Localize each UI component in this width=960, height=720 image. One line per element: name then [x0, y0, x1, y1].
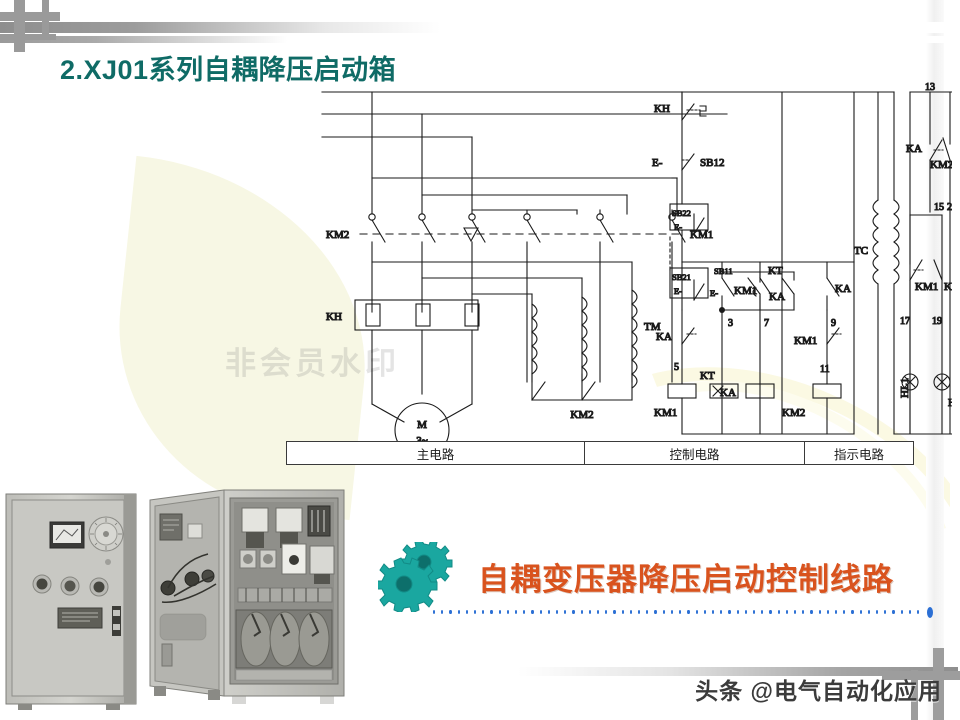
svg-text:19: 19	[932, 316, 942, 327]
legend-cell-main-circuit: 主电路	[287, 442, 585, 464]
legend-cell-indicator-circuit: 指示电路	[833, 447, 884, 462]
gears-icon	[375, 539, 458, 614]
page-title-prefix: 2.XJ01	[60, 55, 149, 85]
svg-text:KA: KA	[769, 291, 785, 303]
svg-text:KA: KA	[656, 331, 672, 343]
svg-text:HL2: HL2	[948, 397, 952, 409]
svg-text:KM2: KM2	[930, 159, 952, 171]
page-title: 2.XJ01系列自耦降压启动箱	[60, 48, 396, 87]
svg-text:E-: E-	[674, 222, 682, 232]
svg-text:11: 11	[820, 364, 830, 375]
svg-text:KM2: KM2	[326, 229, 349, 241]
top-gradient-bar-2	[0, 36, 958, 43]
page-title-main: 系列自耦降压启动箱	[148, 55, 397, 85]
svg-text:KM1: KM1	[794, 335, 817, 347]
svg-text:KM1: KM1	[944, 281, 952, 293]
svg-text:E-: E-	[710, 288, 718, 298]
bottom-watermark: 头条 @电气自动化应用	[695, 678, 942, 704]
photo-cabinet-closed	[5, 493, 137, 710]
svg-text:HL1: HL1	[899, 378, 911, 398]
svg-text:SB12: SB12	[700, 157, 724, 169]
caption-block: 自耦变压器降压启动控制线路	[375, 539, 953, 630]
corner-grid-decoration	[0, 0, 130, 60]
svg-text:E-: E-	[652, 157, 663, 169]
svg-text:21: 21	[947, 202, 952, 213]
svg-text:3: 3	[728, 318, 733, 329]
right-edge-band-2	[950, 0, 960, 720]
svg-text:KA: KA	[720, 387, 736, 399]
svg-text:17: 17	[900, 316, 910, 327]
svg-text:KA: KA	[835, 283, 851, 295]
svg-text:5: 5	[674, 362, 679, 373]
bottom-right-grid-decoration	[840, 630, 960, 720]
svg-text:15: 15	[934, 202, 944, 213]
svg-text:KM1: KM1	[915, 281, 938, 293]
svg-text:E-: E-	[674, 286, 682, 296]
svg-text:KA: KA	[906, 143, 922, 155]
circuit-legend-table: 主电路 控制电路 指示电路	[286, 441, 914, 465]
bottom-gradient-bar	[0, 667, 958, 676]
svg-text:SB22: SB22	[672, 208, 691, 218]
svg-text:7: 7	[764, 318, 769, 329]
svg-text:SB11: SB11	[714, 266, 733, 276]
svg-text:M: M	[417, 419, 427, 431]
svg-text:TC: TC	[854, 245, 868, 257]
photo-cabinet-open	[149, 489, 345, 704]
svg-text:KM2: KM2	[782, 407, 805, 419]
svg-text:KH: KH	[654, 103, 670, 115]
svg-text:KM1: KM1	[654, 407, 677, 419]
svg-text:KM2: KM2	[570, 409, 593, 421]
svg-text:9: 9	[831, 318, 836, 329]
top-gradient-bar	[0, 22, 958, 33]
svg-text:KT: KT	[768, 265, 783, 277]
svg-text:KM1: KM1	[734, 285, 757, 297]
svg-text:TM: TM	[644, 321, 661, 333]
caption-text: 自耦变压器降压启动控制线路	[478, 562, 894, 597]
dotted-divider	[433, 606, 934, 618]
equipment-photos	[2, 484, 362, 714]
svg-text:KT: KT	[700, 370, 715, 382]
legend-cell-control-circuit: 控制电路	[585, 442, 805, 464]
svg-text:13: 13	[925, 82, 935, 93]
circuit-schematic: KM2 KM1 KH M 3~	[282, 82, 952, 472]
svg-text:KH: KH	[326, 311, 342, 323]
